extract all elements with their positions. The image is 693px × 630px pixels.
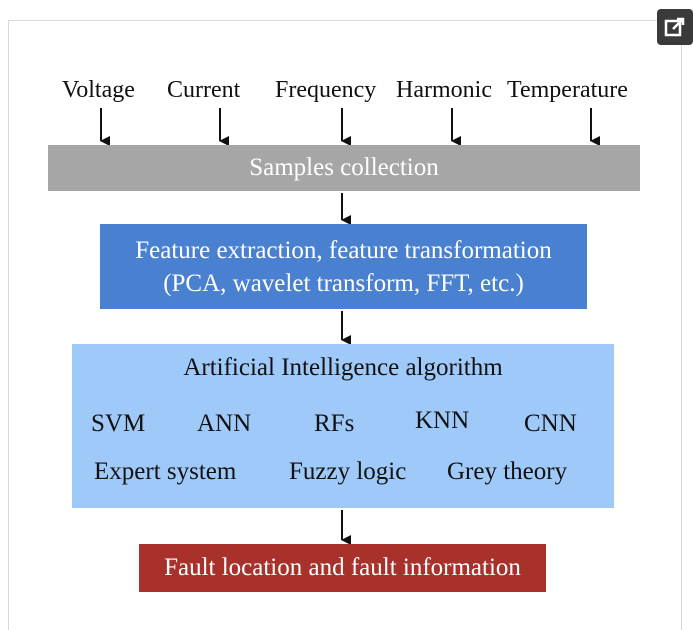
- feature-line-1: Feature extraction, feature transformati…: [135, 236, 552, 264]
- flow-arrows: [100, 108, 600, 545]
- algo-rfs: RFs: [314, 410, 355, 437]
- algo-fuzzy-logic: Fuzzy logic: [289, 458, 407, 485]
- feature-extraction-box: Feature extraction, feature transformati…: [100, 224, 587, 309]
- feature-line-2: (PCA, wavelet transform, FFT, etc.): [163, 269, 524, 297]
- algo-grey-theory: Grey theory: [447, 458, 568, 485]
- samples-collection-box: Samples collection: [48, 145, 640, 191]
- input-harmonic: Harmonic: [396, 77, 492, 103]
- samples-collection-label: Samples collection: [249, 154, 439, 181]
- input-frequency: Frequency: [275, 77, 377, 103]
- algo-knn: KNN: [415, 407, 470, 434]
- input-current: Current: [167, 77, 241, 103]
- algo-expert-system: Expert system: [94, 458, 237, 485]
- fault-output-label: Fault location and fault information: [164, 554, 521, 581]
- figure-frame: [8, 20, 682, 630]
- ai-algorithm-box: Artificial Intelligence algorithm SVM AN…: [72, 344, 614, 508]
- open-in-new-icon: [664, 17, 685, 37]
- input-temperature: Temperature: [507, 77, 628, 103]
- ai-algorithm-title: Artificial Intelligence algorithm: [183, 354, 503, 381]
- algo-ann: ANN: [197, 410, 252, 437]
- algo-svm: SVM: [91, 410, 146, 437]
- open-in-new-button[interactable]: [657, 9, 693, 45]
- input-voltage: Voltage: [62, 77, 135, 103]
- algo-cnn: CNN: [524, 410, 577, 437]
- fault-output-box: Fault location and fault information: [139, 544, 546, 592]
